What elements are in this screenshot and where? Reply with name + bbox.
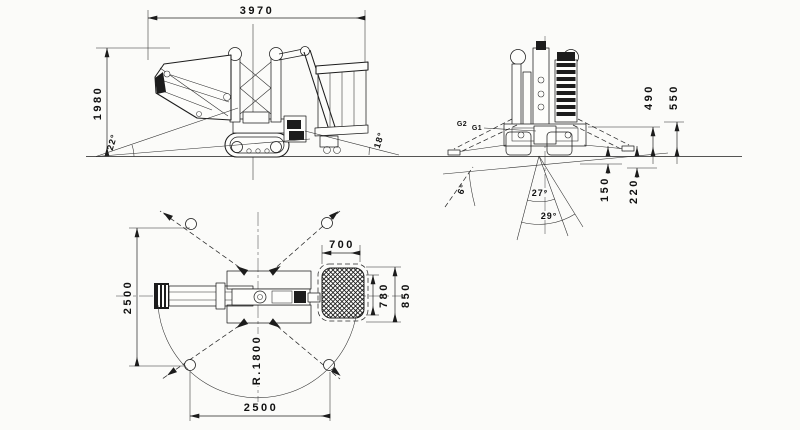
- dim-overall-height: 1980: [92, 86, 104, 120]
- front-outriggers: [447, 118, 635, 156]
- tilt-angle-6-group: 6°: [444, 166, 476, 208]
- dim-span-bottom-group: 2500: [189, 372, 331, 421]
- dim-basket-850: 850: [400, 282, 412, 308]
- dim-slew-radius-group: R.1800: [248, 334, 264, 386]
- dim-clearance-150: 150: [599, 176, 611, 202]
- angle-gradeability-front-group: 22°: [95, 107, 311, 157]
- tilt-angle-fan: 27° 29°: [516, 155, 584, 241]
- dim-basket-depth-group: 780: [366, 274, 390, 316]
- dim-overall-height-group: 1980: [92, 47, 170, 157]
- plan-turret: [231, 288, 321, 306]
- angle-tilt-29: 29°: [541, 211, 558, 221]
- label-g2: G2: [457, 121, 467, 128]
- side-mast-linkage: [228, 47, 283, 124]
- front-view: G2 G1 27° 29° 6° 490: [442, 36, 684, 241]
- dim-clearance-220: 220: [628, 178, 640, 204]
- gravity-center-labels: G2 G1: [457, 121, 537, 132]
- dim-overall-length: 3970: [240, 5, 274, 17]
- plan-view: R.1800 2500 2500 700 780: [116, 210, 412, 421]
- dim-span-2500-left: 2500: [122, 280, 134, 314]
- dim-slew-radius: R.1800: [251, 335, 263, 385]
- angle-gradeability-rear-group: 18°: [304, 131, 400, 156]
- dim-span-2500-bottom: 2500: [244, 402, 278, 414]
- angle-gradeability-front: 22°: [105, 133, 119, 152]
- dim-basket-width-group: 700: [321, 239, 361, 264]
- angle-gradeability-rear: 18°: [372, 131, 386, 150]
- dim-span-left-group: 2500: [122, 227, 190, 367]
- angle-tilt-6: 6°: [455, 182, 468, 196]
- tilt-reference-line: [442, 152, 669, 175]
- side-basket-assembly: [278, 46, 369, 154]
- dim-150-220-group: 150 220: [580, 146, 657, 204]
- side-view: 3970 1980 22° 18°: [92, 5, 400, 180]
- side-folded-boom: [154, 54, 232, 121]
- dim-width-490: 490: [643, 84, 655, 110]
- dim-overall-length-group: 3970: [147, 5, 366, 62]
- dim-basket-780: 780: [378, 282, 390, 308]
- label-g1: G1: [472, 125, 482, 132]
- angle-tilt-27: 27°: [532, 188, 549, 198]
- dim-width-550: 550: [668, 84, 680, 110]
- plan-basket: [317, 263, 369, 322]
- dim-490-550-group: 490 550: [588, 84, 684, 164]
- dim-basket-overall-group: 850: [366, 266, 412, 323]
- front-machine-body: [503, 41, 587, 156]
- plan-outriggers: [159, 210, 341, 380]
- dim-basket-700: 700: [329, 239, 355, 251]
